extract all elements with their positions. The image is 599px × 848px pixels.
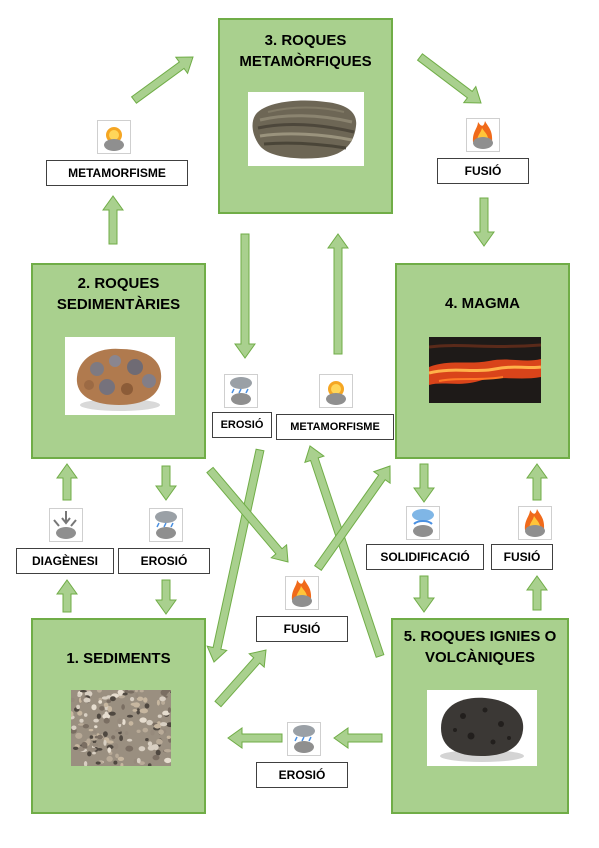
box-title-sedimentary: 2. ROQUES SEDIMENTÀRIES [56, 275, 181, 313]
label-erosio-center: EROSIÓ [212, 412, 272, 438]
fusion-icon [518, 506, 552, 540]
arrow-metamorphic-to-fusio [416, 53, 482, 104]
arrow-diagenesi-up-sedimentary [56, 463, 78, 501]
arrow-solidificacio-down-igneous [413, 575, 435, 613]
arrow-sedimentary-down-erosio [155, 465, 177, 501]
label-erosio-bottom: EROSIÓ [256, 762, 348, 788]
arrow-fusio-to-magma [473, 197, 495, 247]
label-fusio-center: FUSIÓ [256, 616, 348, 642]
label-diagenesi: DIAGÈNESI [16, 548, 114, 574]
box-magma: 4. MAGMA [395, 263, 570, 459]
arrow-erosio-to-sediments [206, 448, 265, 663]
box-igneous-rocks: 5. ROQUES IGNIES O VOLCÀNIQUES [391, 618, 569, 814]
arrow-igneous-to-erosio [333, 727, 383, 749]
sedimentary-rock-image [65, 337, 175, 415]
box-sedimentary-rocks: 2. ROQUES SEDIMENTÀRIES [31, 263, 206, 459]
diagenesis-icon [49, 508, 83, 542]
metamorphic-rock-image [248, 92, 364, 166]
box-title-metamorphic: 3. ROQUES METAMÒRFIQUES [239, 32, 372, 70]
fusion-icon [285, 576, 319, 610]
box-title-magma: 4. MAGMA [445, 295, 520, 312]
metamorphism-icon [319, 374, 353, 408]
label-metamorfisme-left: METAMORFISME [46, 160, 188, 186]
arrow-sedimentary-up [102, 195, 124, 245]
arrow-sediments-up-diagenesi [56, 579, 78, 613]
arrow-metamorfisme-to-metamorphic [130, 56, 194, 104]
arrow-metamorphic-down-erosio [234, 233, 256, 359]
box-title-sediments: 1. SEDIMENTS [66, 650, 171, 667]
arrow-igneous-to-metamorfisme [304, 445, 385, 658]
arrow-fusio-to-magma-diag [314, 465, 391, 571]
arrow-igneous-up-fusio [526, 575, 548, 611]
sediments-image [68, 687, 174, 768]
label-erosio-left: EROSIÓ [118, 548, 210, 574]
box-sediments: 1. SEDIMENTS [31, 618, 206, 814]
label-fusio-lower-right: FUSIÓ [491, 544, 553, 570]
arrow-erosio-down-sediments [155, 579, 177, 615]
arrow-metamorfisme-up-metamorphic [327, 233, 349, 355]
arrow-erosio-to-sediments-bottom [227, 727, 283, 749]
metamorphism-icon [97, 120, 131, 154]
label-solidificacio: SOLIDIFICACIÓ [366, 544, 484, 570]
arrow-fusio-up-magma [526, 463, 548, 501]
box-metamorphic-rocks: 3. ROQUES METAMÒRFIQUES [218, 18, 393, 214]
box-title-igneous: 5. ROQUES IGNIES O VOLCÀNIQUES [403, 628, 557, 666]
label-metamorfisme-center: METAMORFISME [276, 414, 394, 440]
label-fusio-right: FUSIÓ [437, 158, 529, 184]
erosion-icon [149, 508, 183, 542]
arrow-sedimentary-to-fusio [206, 466, 289, 563]
solidification-icon [406, 506, 440, 540]
igneous-rock-image [427, 690, 537, 766]
erosion-icon [224, 374, 258, 408]
magma-image [428, 337, 542, 403]
arrow-sediments-to-fusio [214, 649, 267, 708]
fusion-icon [466, 118, 500, 152]
erosion-icon [287, 722, 321, 756]
arrow-magma-down-solidificacio [413, 463, 435, 503]
